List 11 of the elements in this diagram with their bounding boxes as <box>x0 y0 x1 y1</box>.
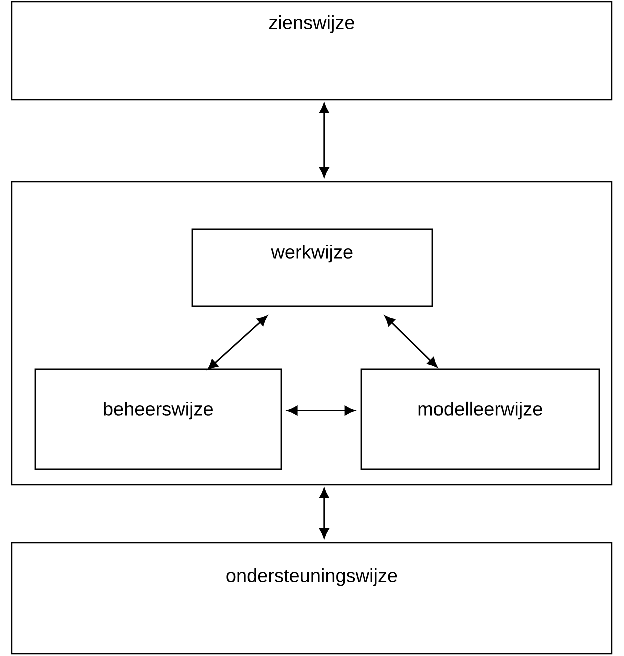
arrow <box>320 488 330 539</box>
arrow <box>384 316 438 368</box>
process-box: beheerswijze <box>34 368 282 470</box>
process-box: ondersteuningswijze <box>11 542 613 655</box>
process-box: zienswijze <box>11 1 613 101</box>
arrow <box>208 316 268 370</box>
group-box <box>11 181 613 486</box>
arrow <box>320 103 330 178</box>
arrow <box>288 406 355 416</box>
process-box: werkwijze <box>192 228 433 307</box>
process-box: modelleerwijze <box>360 368 600 470</box>
